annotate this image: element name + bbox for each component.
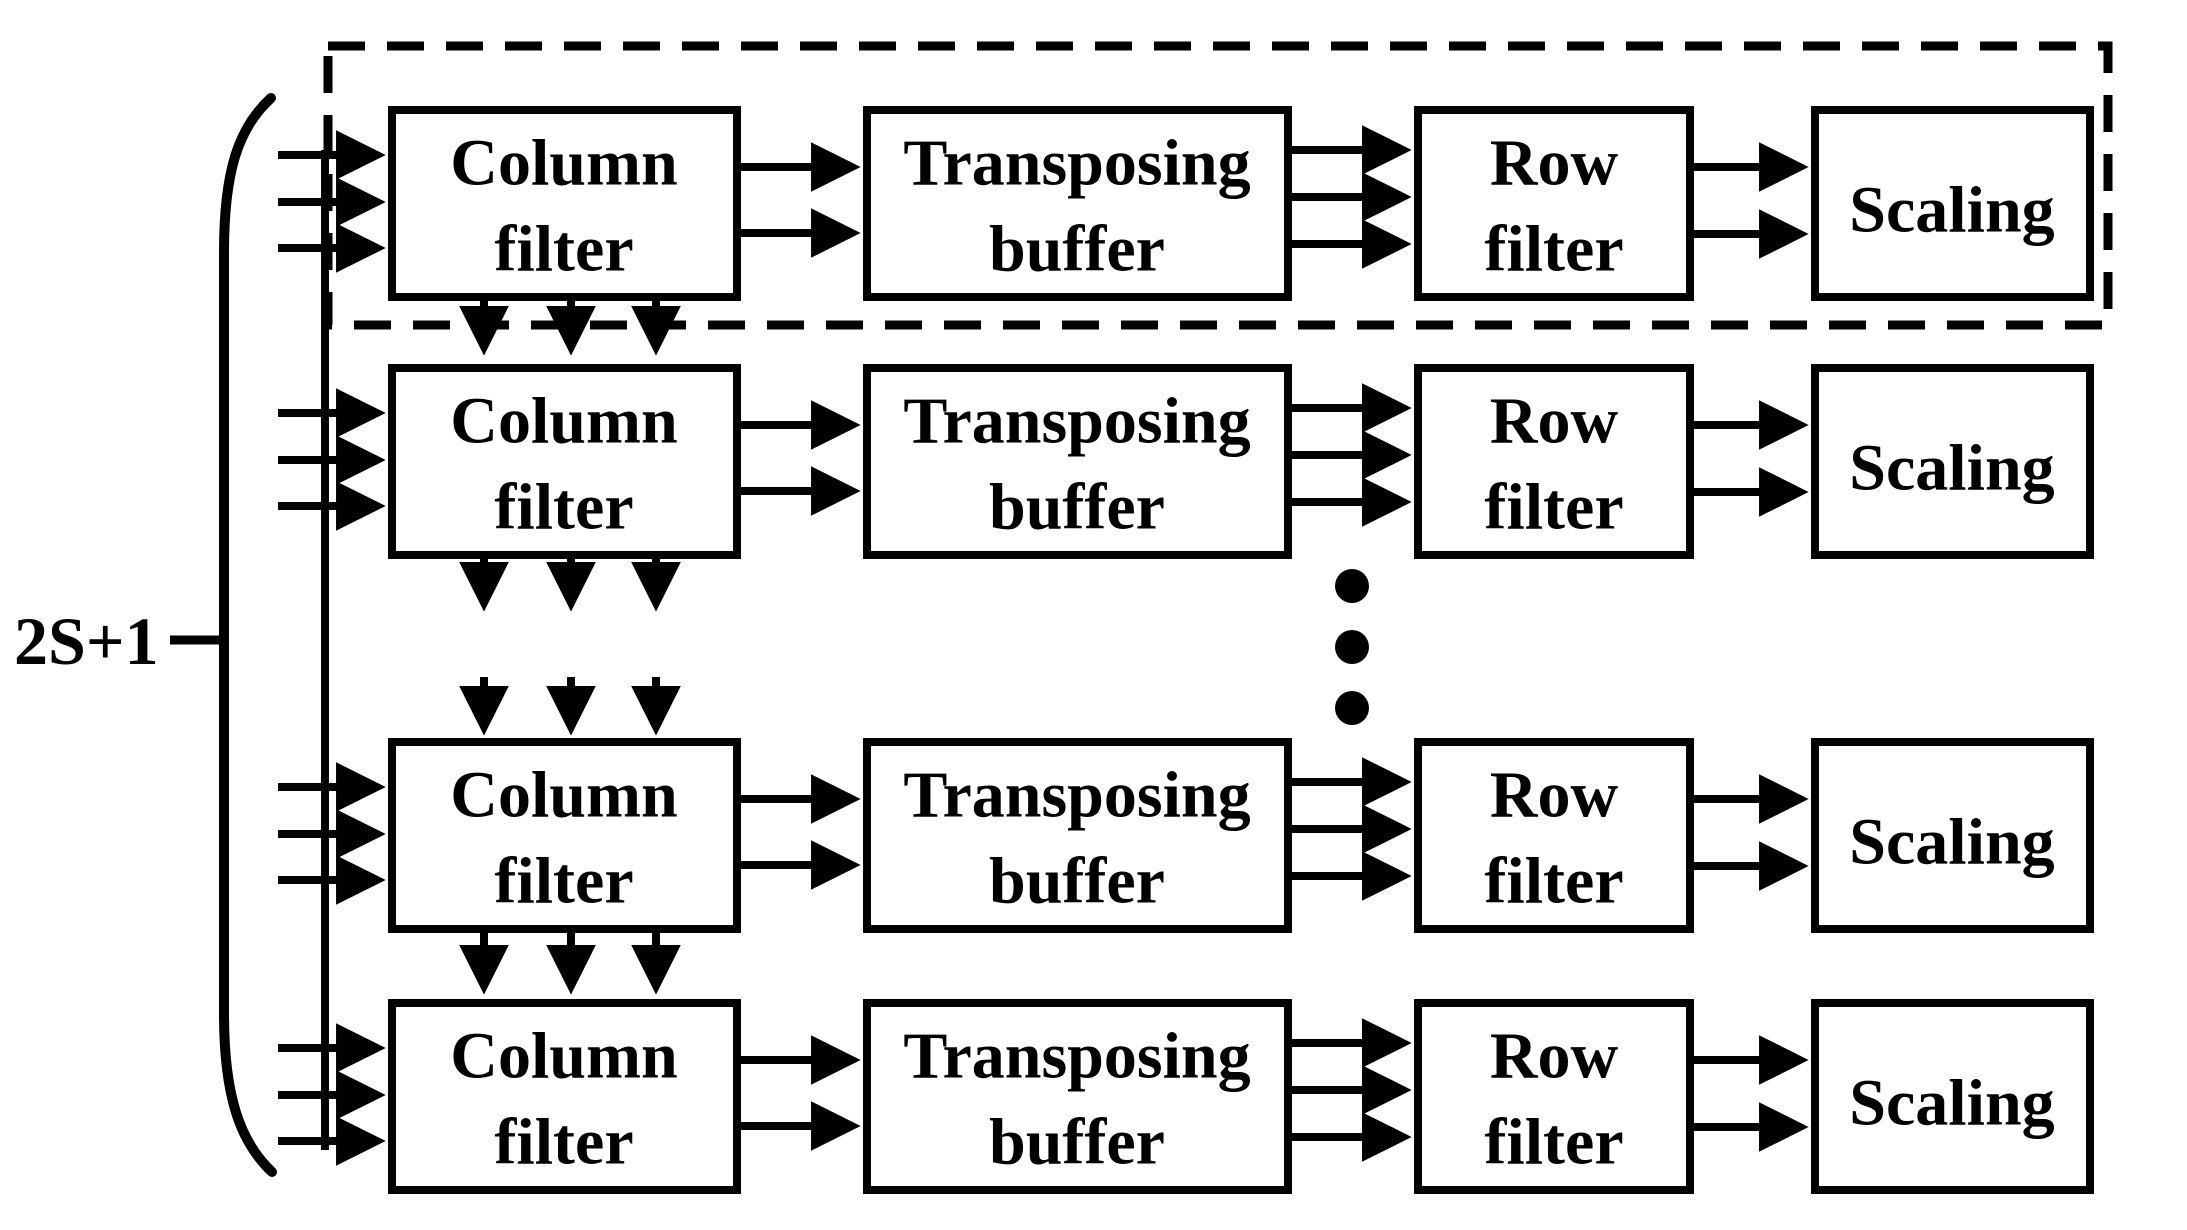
transposing-buffer-label-line1: Transposing [903, 1020, 1250, 1093]
scaling-label: Scaling [1849, 432, 2054, 505]
column-filter-label-line1: Column [450, 1020, 677, 1093]
scaling-label: Scaling [1849, 174, 2054, 247]
ellipsis-dot [1335, 630, 1369, 664]
scaling-box [1811, 364, 2094, 559]
column-filter-box [388, 106, 741, 301]
ellipsis-dot [1335, 691, 1369, 725]
transposing-buffer-label-line1: Transposing [903, 127, 1250, 200]
vertical-ellipsis [1335, 569, 1369, 725]
transposing-buffer-label-line2: buffer [989, 845, 1165, 918]
column-filter-label-line1: Column [450, 385, 677, 458]
row-filter-label-line2: filter [1484, 1106, 1623, 1179]
transposing-buffer-box [863, 364, 1292, 559]
transposing-buffer-label-line2: buffer [989, 1106, 1165, 1179]
column-filter-box [388, 738, 741, 933]
transposing-buffer-box [863, 106, 1292, 301]
scaling-box [1811, 106, 2094, 301]
column-filter-label-line2: filter [494, 845, 633, 918]
row-filter-box [1414, 364, 1694, 559]
pipeline-row-3: Column filter Transposing buffer Row fil… [278, 738, 2094, 933]
ellipsis-dot [1335, 569, 1369, 603]
column-filter-box [388, 364, 741, 559]
column-filter-label-line1: Column [450, 759, 677, 832]
input-width-label: 2S+1 [14, 603, 159, 679]
row-filter-label-line1: Row [1490, 385, 1619, 458]
row-filter-label-line1: Row [1490, 127, 1619, 200]
column-filter-label-line2: filter [494, 471, 633, 544]
row-filter-label-line2: filter [1484, 471, 1623, 544]
row-filter-label-line2: filter [1484, 845, 1623, 918]
pipeline-row-1: Column filter Transposing buffer Row fil… [278, 106, 2094, 301]
row-filter-box [1414, 999, 1694, 1194]
row-filter-box [1414, 738, 1694, 933]
column-filter-label-line2: filter [494, 1106, 633, 1179]
row-filter-label-line1: Row [1490, 759, 1619, 832]
scaling-box [1811, 738, 2094, 933]
input-brace [219, 93, 277, 1177]
row-filter-label-line1: Row [1490, 1020, 1619, 1093]
column-filter-box [388, 999, 741, 1194]
row-filter-box [1414, 106, 1694, 301]
transposing-buffer-box [863, 999, 1292, 1194]
row-filter-label-line2: filter [1484, 213, 1623, 286]
column-filter-label-line2: filter [494, 213, 633, 286]
transposing-buffer-label-line1: Transposing [903, 385, 1250, 458]
scaling-box [1811, 999, 2094, 1194]
transposing-buffer-label-line2: buffer [989, 213, 1165, 286]
pipeline-row-2: Column filter Transposing buffer Row fil… [278, 364, 2094, 559]
transposing-buffer-label-line1: Transposing [903, 759, 1250, 832]
scaling-label: Scaling [1849, 806, 2054, 879]
transposing-buffer-label-line2: buffer [989, 471, 1165, 544]
transposing-buffer-box [863, 738, 1292, 933]
pipeline-row-4: Column filter Transposing buffer Row fil… [278, 999, 2094, 1194]
scaling-label: Scaling [1849, 1067, 2054, 1140]
column-filter-label-line1: Column [450, 127, 677, 200]
